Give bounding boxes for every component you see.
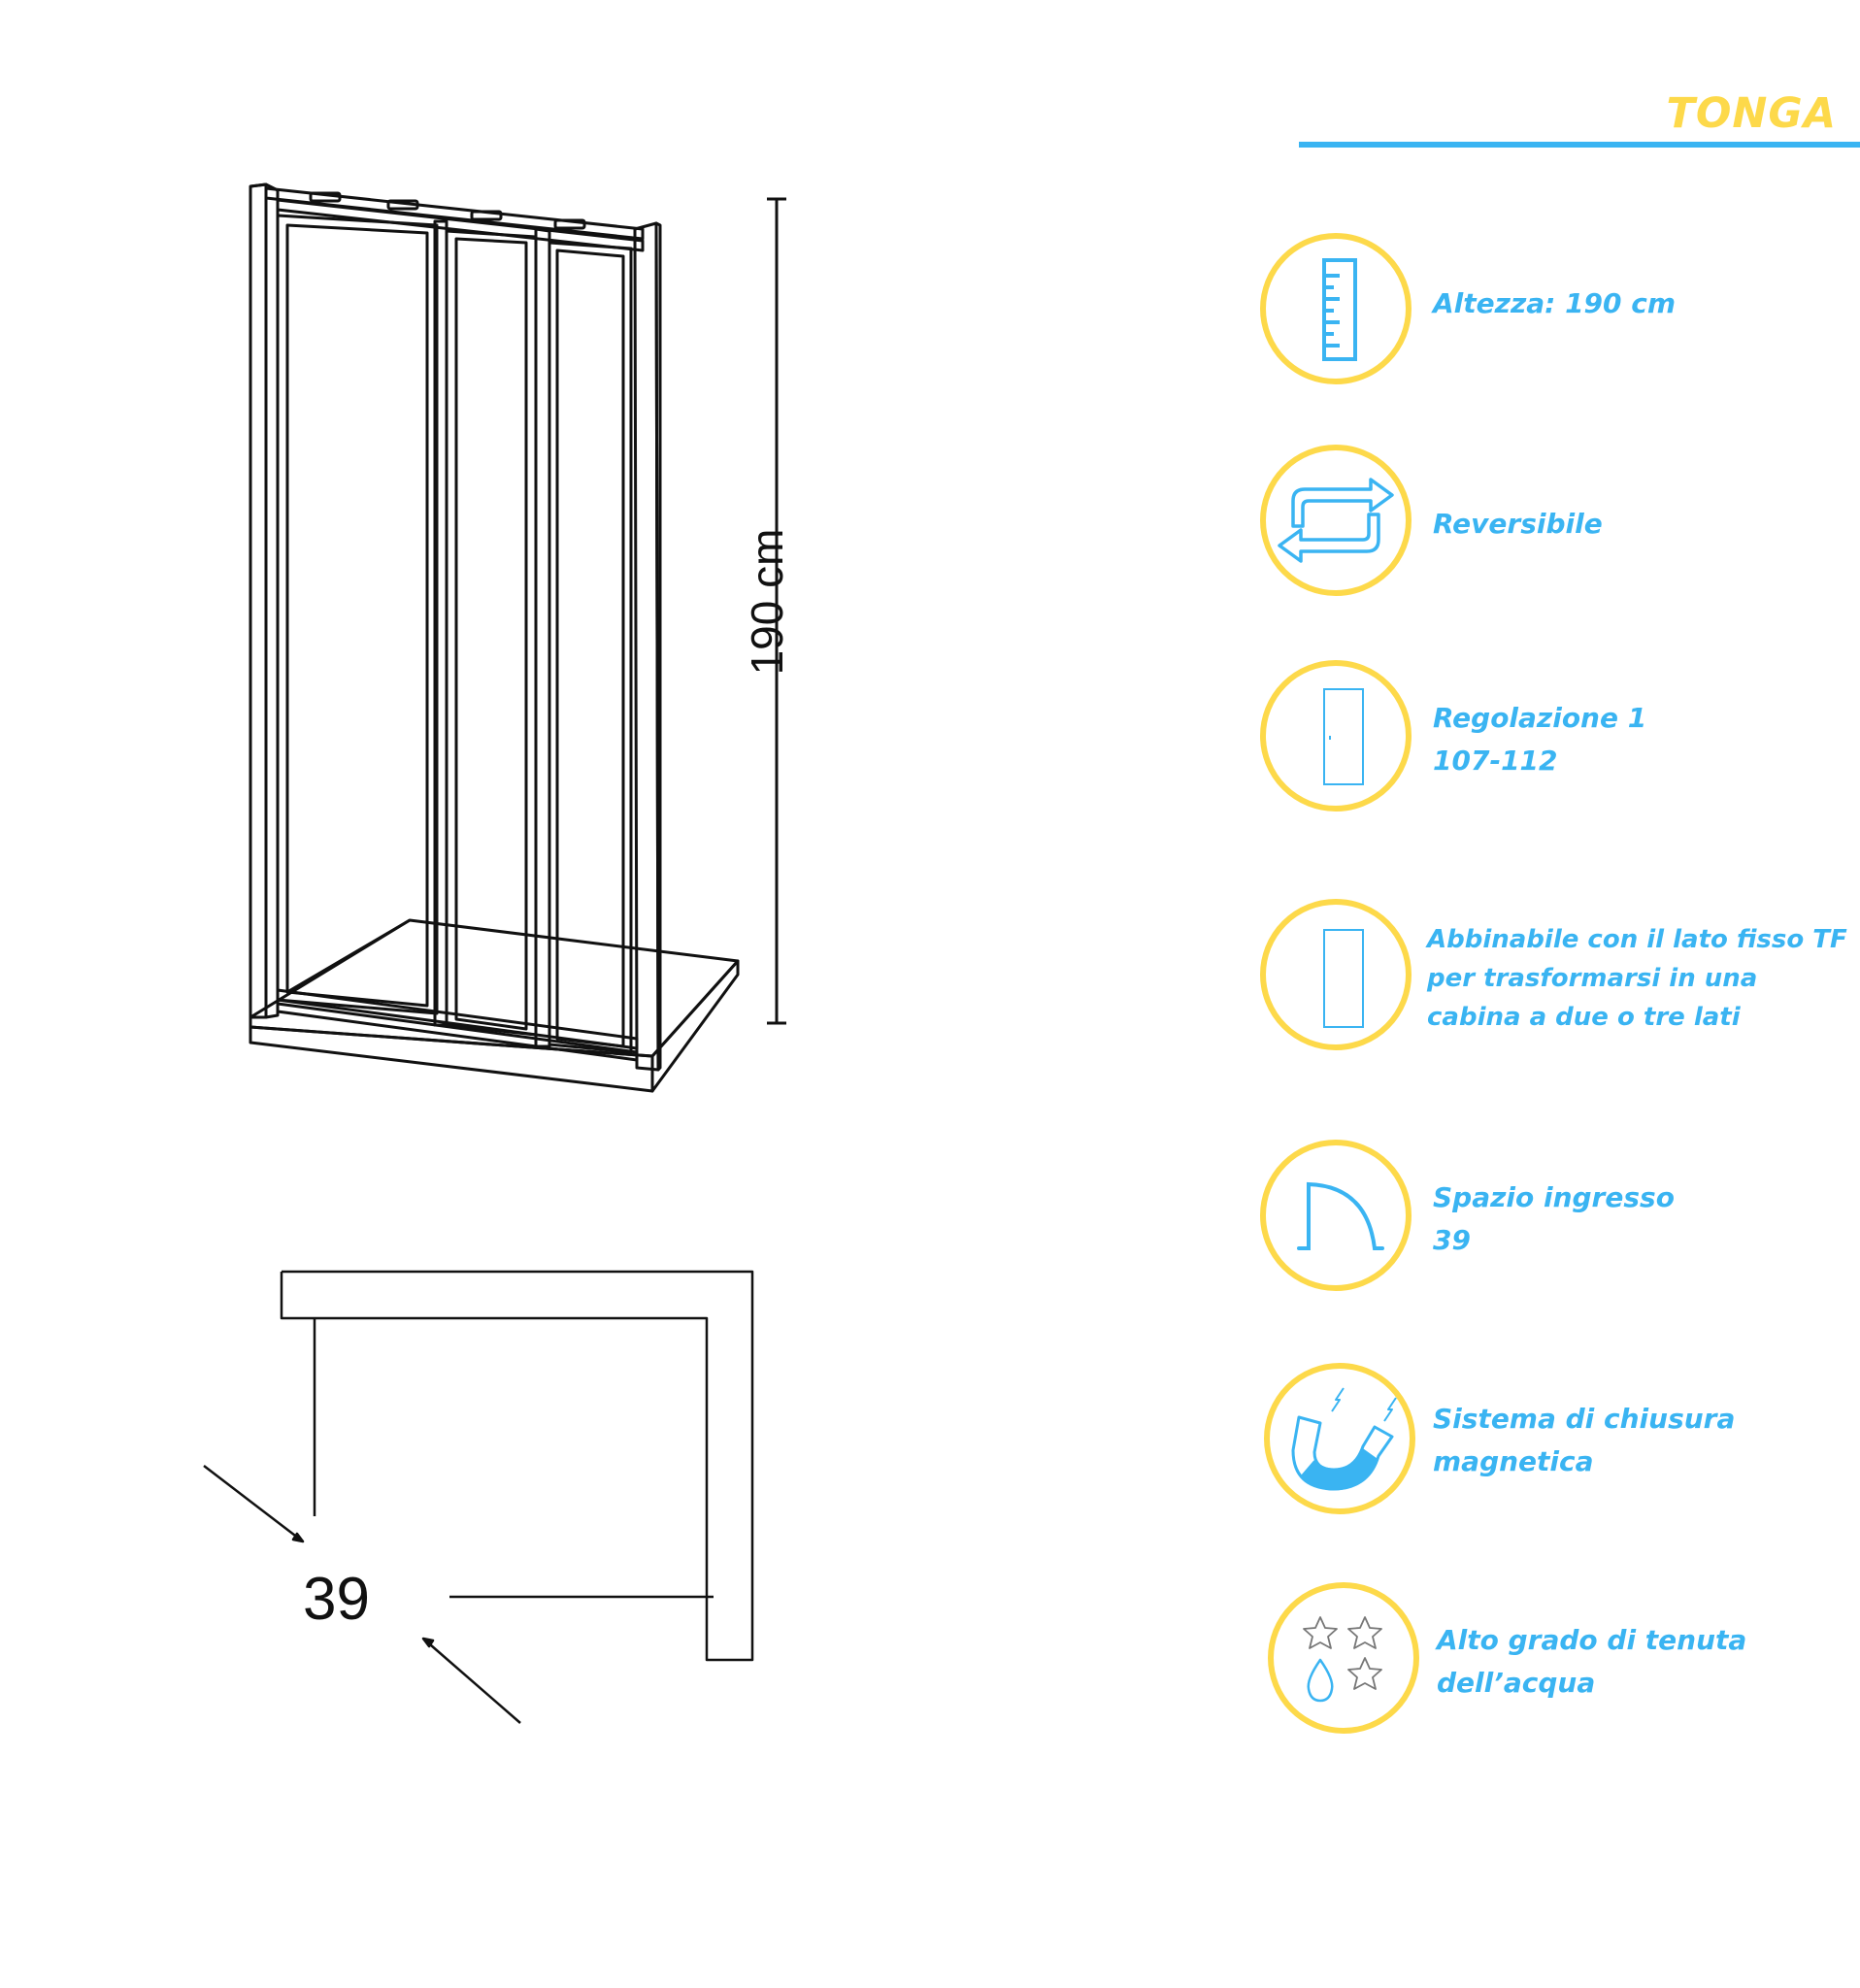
feature-line: 107-112: [1433, 745, 1558, 777]
entry-dimension-label: 39: [303, 1566, 370, 1633]
feature-combinable: Abbinabile con il lato fisso TF per tras…: [1427, 920, 1847, 1037]
feature-line: per trasformarsi in una: [1427, 964, 1758, 993]
door-panel-icon: [1260, 660, 1412, 812]
feature-magnetic-closing: Sistema di chiusura magnetica: [1433, 1398, 1735, 1483]
feature-line: Regolazione 1: [1433, 702, 1647, 734]
water-drop-stars-icon: [1268, 1582, 1419, 1734]
feature-line: magnetica: [1433, 1445, 1594, 1477]
title-underline: [1299, 142, 1860, 148]
height-dimension-label: 190 cm: [742, 528, 792, 676]
ruler-icon: [1260, 233, 1412, 384]
feature-entry-space: Spazio ingresso 39: [1433, 1176, 1675, 1262]
feature-line: Spazio ingresso: [1433, 1181, 1675, 1213]
feature-line: Alto grado di tenuta: [1437, 1624, 1747, 1656]
feature-line: Reversibile: [1433, 508, 1603, 540]
feature-line: cabina a due o tre lati: [1427, 1003, 1741, 1032]
feature-line: 39: [1433, 1224, 1471, 1256]
fixed-side-panel-icon: [1260, 899, 1412, 1050]
reverse-arrows-icon: [1260, 445, 1412, 596]
feature-line: Altezza: 190 cm: [1433, 287, 1677, 319]
plan-view: [203, 1270, 754, 1724]
feature-adjustment: Regolazione 1 107-112: [1433, 697, 1646, 782]
feature-line: dell’acqua: [1437, 1667, 1596, 1699]
feature-water-tightness: Alto grado di tenuta dell’acqua: [1437, 1619, 1746, 1705]
door-swing-icon: [1260, 1140, 1412, 1291]
magnet-icon: [1264, 1363, 1415, 1514]
feature-height: Altezza: 190 cm: [1433, 282, 1676, 325]
feature-line: Sistema di chiusura: [1433, 1403, 1736, 1435]
feature-reversible: Reversibile: [1433, 503, 1603, 546]
shower-door-elevation: [249, 182, 740, 1093]
product-title: TONGA: [1666, 89, 1837, 138]
height-dimension-line: [767, 197, 786, 1025]
feature-line: Abbinabile con il lato fisso TF: [1427, 925, 1847, 954]
